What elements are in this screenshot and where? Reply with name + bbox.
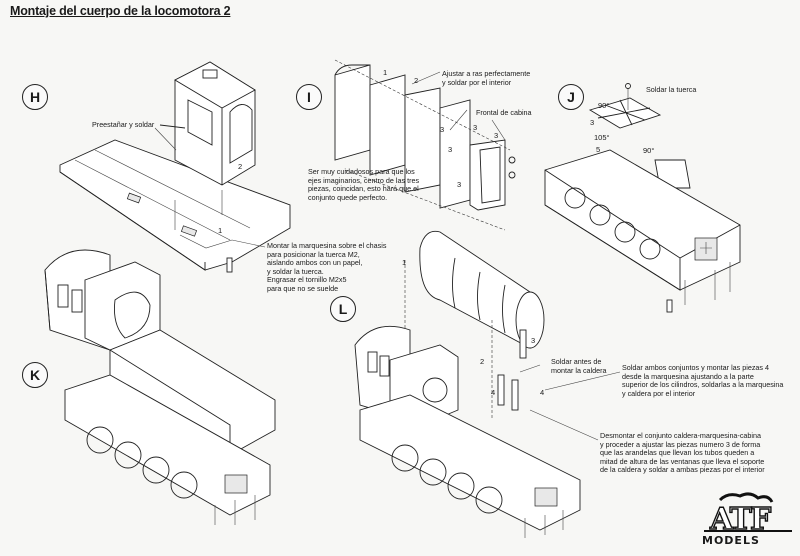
note-soldar-ambos: Soldar ambos conjuntos y montar las piez… <box>622 363 784 398</box>
label-i-3e: 3 <box>494 131 499 140</box>
label-i-3c: 3 <box>448 145 453 154</box>
label-j-90b: 90° <box>643 146 655 155</box>
label-j-105: 105° <box>594 133 610 142</box>
note-desmontar: Desmontar el conjunto caldera-marquesina… <box>600 431 765 475</box>
note-soldar-antes: Soldar antes de montar la caldera <box>551 357 607 375</box>
atf-models-logo: ATF MODELS <box>700 492 796 552</box>
note-cuidadosos: Ser muy cuidadosos para que los ejes ima… <box>308 167 420 202</box>
diagram-j <box>544 83 741 313</box>
label-j-90a: 90° <box>598 101 610 110</box>
step-k-marker: K <box>22 362 48 388</box>
label-j-5: 5 <box>596 145 601 154</box>
diagram-i <box>334 59 516 231</box>
label-i-3a: 3 <box>473 123 478 132</box>
note-frontal-cabina: Frontal de cabina <box>476 108 532 117</box>
note-preestanar: Preestañar y soldar <box>92 120 155 129</box>
label-h-1: 1 <box>218 226 223 235</box>
label-l-4a: 4 <box>491 388 496 397</box>
page-title: Montaje del cuerpo de la locomotora 2 <box>10 4 231 18</box>
step-h-marker: H <box>22 84 48 110</box>
logo-models-text: MODELS <box>702 534 760 547</box>
note-marquesina: Montar la marquesina sobre el chasis par… <box>267 241 387 293</box>
label-i-3d: 3 <box>457 180 462 189</box>
step-l-marker: L <box>330 296 356 322</box>
label-j-3: 3 <box>590 118 595 127</box>
label-h-2: 2 <box>238 162 243 171</box>
label-l-4b: 4 <box>540 388 545 397</box>
label-i-2: 2 <box>414 76 419 85</box>
label-i-3b: 3 <box>440 125 445 134</box>
label-l-1: 1 <box>402 258 407 267</box>
diagram-h <box>59 61 291 273</box>
label-i-1: 1 <box>383 68 388 77</box>
logo-atf-text: ATF <box>709 501 772 537</box>
diagram-l <box>354 230 581 538</box>
label-l-3: 3 <box>531 336 536 345</box>
note-soldar-tuerca: Soldar la tuerca <box>646 85 697 94</box>
label-l-2: 2 <box>480 357 485 366</box>
step-i-marker: I <box>296 84 322 110</box>
step-j-marker: J <box>558 84 584 110</box>
note-ajustar: Ajustar a ras perfectamente y soldar por… <box>442 69 531 87</box>
diagram-k <box>44 249 276 525</box>
